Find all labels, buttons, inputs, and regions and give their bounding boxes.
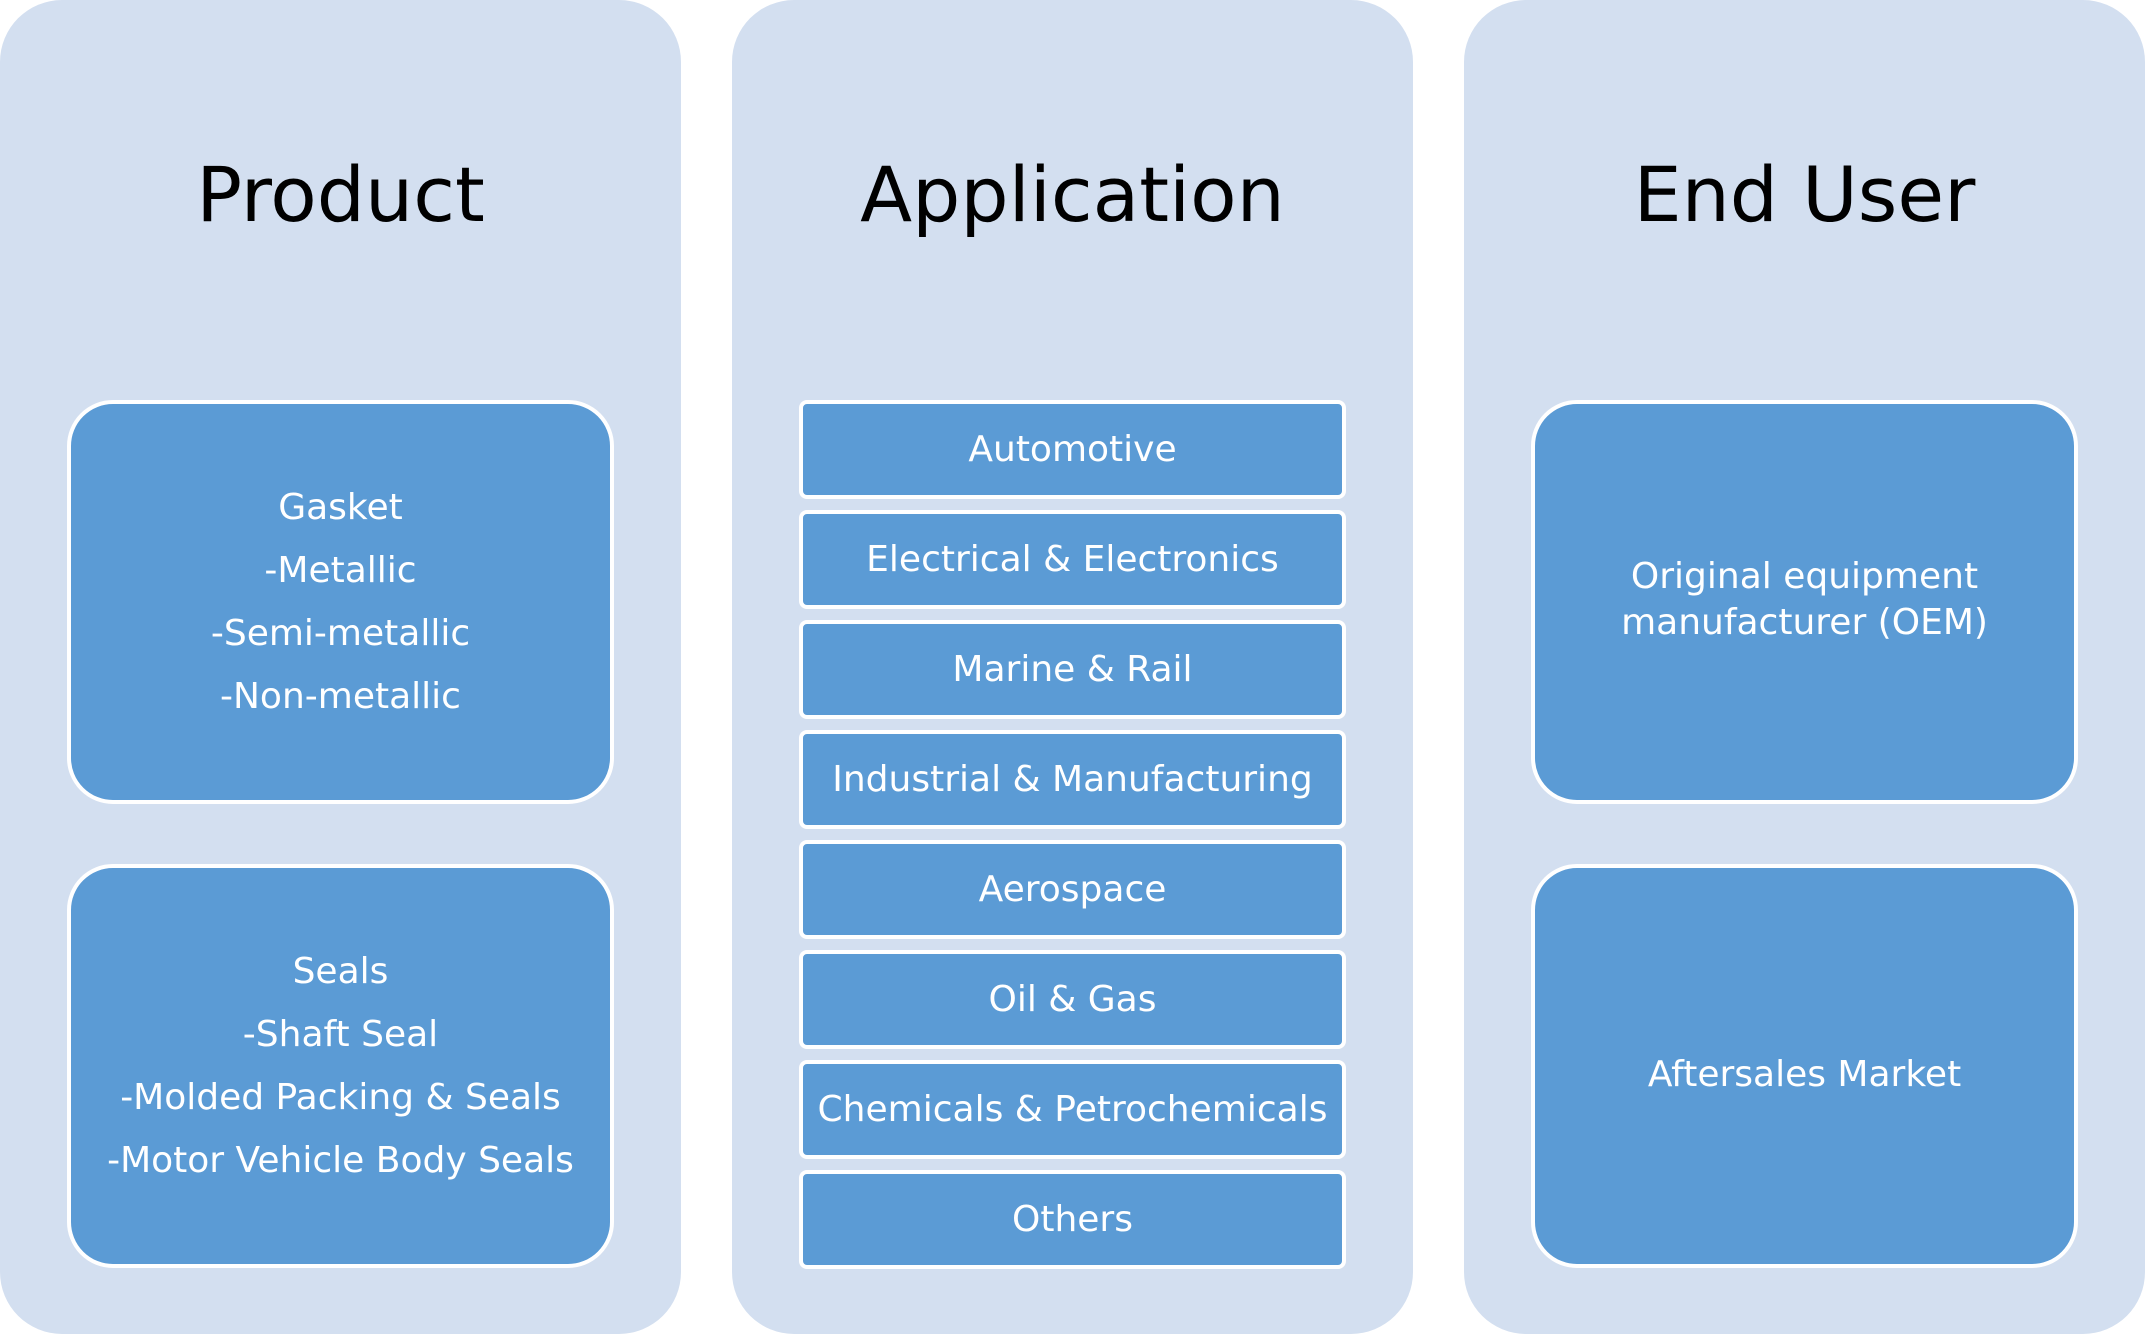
gasket-non-metallic: -Non-metallic: [220, 676, 461, 717]
gasket-metallic: -Metallic: [264, 550, 417, 591]
application-panel: Application Automotive Electrical & Elec…: [732, 0, 1413, 1334]
gasket-heading: Gasket: [278, 487, 403, 528]
application-item-marine-rail: Marine & Rail: [799, 620, 1346, 719]
application-item-oil-gas: Oil & Gas: [799, 950, 1346, 1049]
application-item-automotive: Automotive: [799, 400, 1346, 499]
gasket-box: Gasket -Metallic -Semi-metallic -Non-met…: [67, 400, 614, 804]
application-item-electrical-electronics: Electrical & Electronics: [799, 510, 1346, 609]
gasket-semi-metallic: -Semi-metallic: [210, 613, 471, 654]
application-item-aerospace: Aerospace: [799, 840, 1346, 939]
seals-molded-packing: -Molded Packing & Seals: [120, 1077, 561, 1118]
application-item-industrial-manufacturing: Industrial & Manufacturing: [799, 730, 1346, 829]
seals-shaft-seal: -Shaft Seal: [242, 1014, 439, 1055]
end-user-title: End User: [1633, 150, 1976, 239]
aftersales-label: Aftersales Market: [1647, 1054, 1962, 1095]
end-user-panel: End User Original equipment manufacturer…: [1464, 0, 2145, 1334]
seals-motor-vehicle-body: -Motor Vehicle Body Seals: [107, 1140, 574, 1181]
oem-line-2: manufacturer (OEM): [1621, 602, 1988, 643]
oem-line-1: Original equipment: [1630, 556, 1979, 597]
application-title: Application: [860, 150, 1285, 239]
application-item-chemicals-petrochemicals: Chemicals & Petrochemicals: [799, 1060, 1346, 1159]
seals-heading: Seals: [292, 951, 389, 992]
aftersales-box: Aftersales Market: [1531, 864, 2078, 1268]
seals-box: Seals -Shaft Seal -Molded Packing & Seal…: [67, 864, 614, 1268]
application-item-others: Others: [799, 1170, 1346, 1269]
product-panel: Product Gasket -Metallic -Semi-metallic …: [0, 0, 681, 1334]
oem-box: Original equipment manufacturer (OEM): [1531, 400, 2078, 804]
product-title: Product: [196, 150, 485, 239]
